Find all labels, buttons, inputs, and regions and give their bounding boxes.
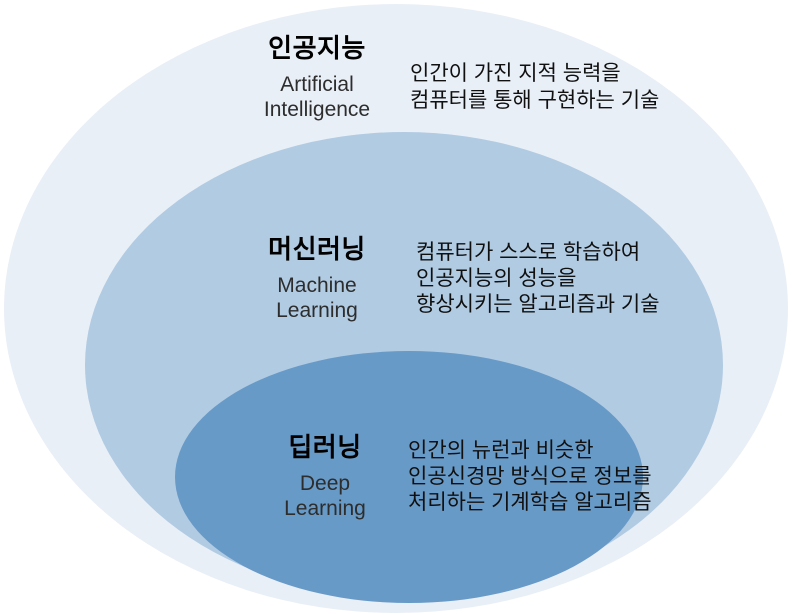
ai-title-korean: 인공지능 xyxy=(268,33,366,63)
ai-description: 인간이 가진 지적 능력을 컴퓨터를 통해 구현하는 기술 xyxy=(410,60,659,114)
dl-description-line2: 인공신경망 방식으로 정보를 xyxy=(408,465,652,488)
ml-title-english-line2: Learning xyxy=(276,299,358,322)
ai-title-english-line2: Intelligence xyxy=(263,98,371,121)
ml-description-line2: 인공지능의 성능을 xyxy=(416,267,577,290)
ml-description: 컴퓨터가 스스로 학습하여 인공지능의 성능을 향상시키는 알고리즘과 기술 xyxy=(416,240,660,318)
ml-title-block: 머신러닝 Machine Learning xyxy=(232,233,402,323)
dl-description-line3: 처리하는 기계학습 알고리즘 xyxy=(408,491,652,514)
dl-ellipse xyxy=(175,351,643,603)
dl-description: 인간의 뉴런과 비슷한 인공신경망 방식으로 정보를 처리하는 기계학습 알고리… xyxy=(408,438,652,516)
ml-description-line1: 컴퓨터가 스스로 학습하여 xyxy=(416,241,641,264)
ml-description-line3: 향상시키는 알고리즘과 기술 xyxy=(416,293,660,316)
dl-title-english-line2: Learning xyxy=(284,497,366,520)
ml-title-korean: 머신러닝 xyxy=(268,234,366,264)
ai-description-line1: 인간이 가진 지적 능력을 xyxy=(410,62,621,85)
ai-title-block: 인공지능 Artificial Intelligence xyxy=(232,32,402,122)
ai-title-english-line1: Artificial xyxy=(280,73,354,96)
dl-title-korean: 딥러닝 xyxy=(288,432,362,462)
dl-title-block: 딥러닝 Deep Learning xyxy=(240,431,410,521)
dl-description-line1: 인간의 뉴런과 비슷한 xyxy=(408,439,594,462)
ai-description-line2: 컴퓨터를 통해 구현하는 기술 xyxy=(410,89,660,112)
ml-title-english-line1: Machine xyxy=(277,274,357,297)
dl-title-english-line1: Deep xyxy=(299,472,351,495)
